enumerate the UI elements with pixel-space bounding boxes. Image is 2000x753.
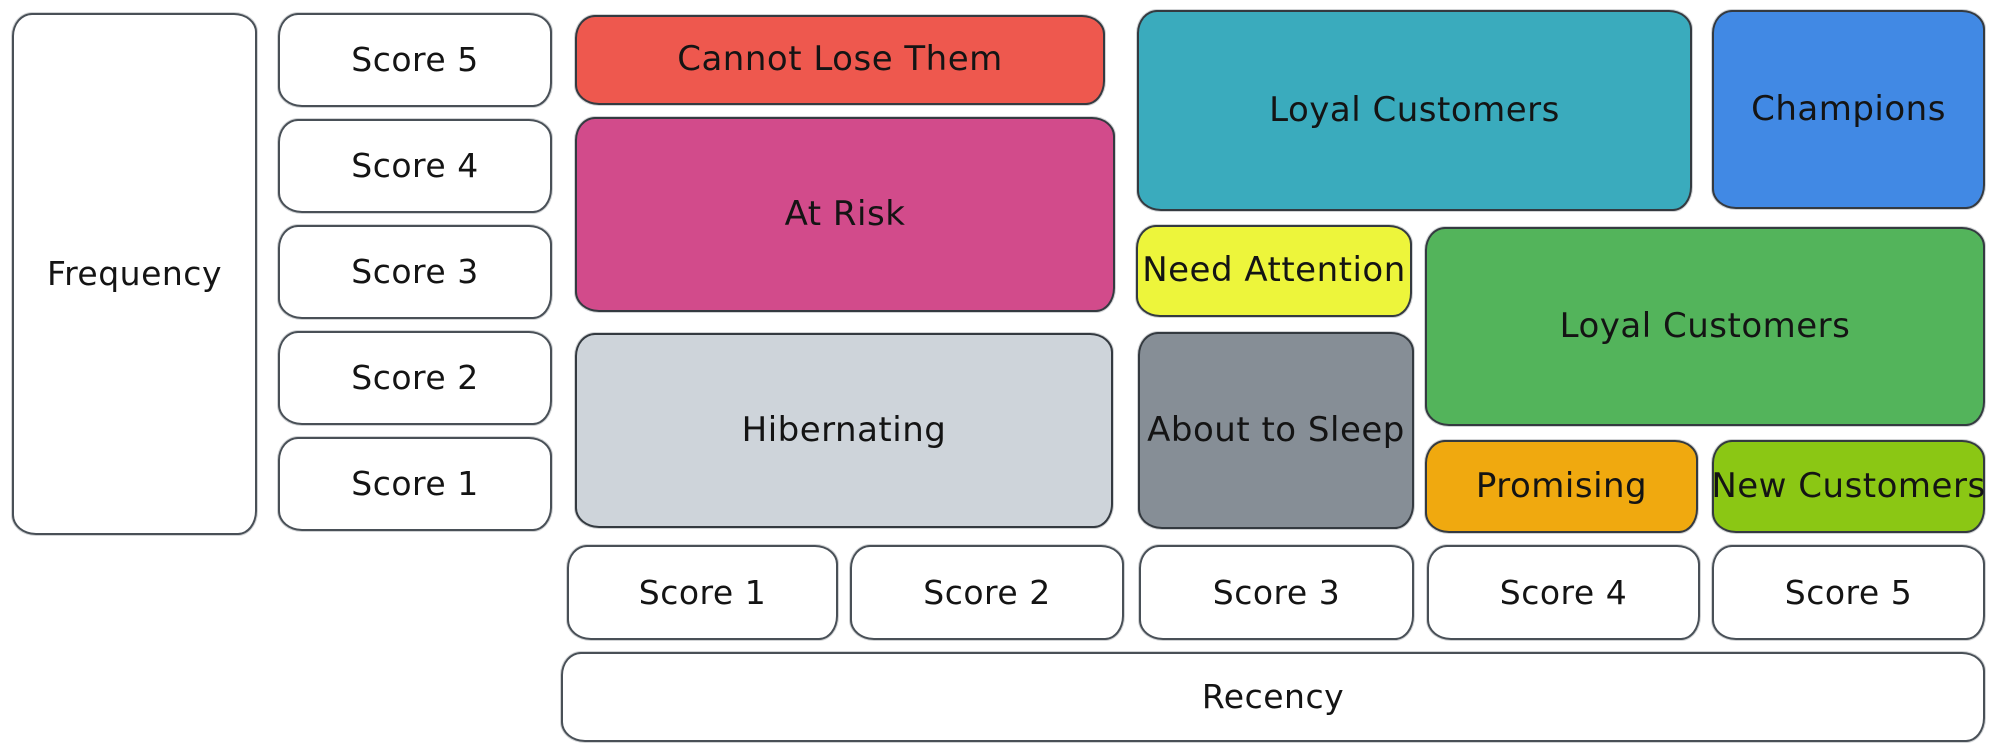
segment-loyal-customers-top: Loyal Customers <box>1137 10 1692 211</box>
segment-cannot-lose-them: Cannot Lose Them <box>575 15 1105 105</box>
frequency-score-4: Score 4 <box>278 119 552 213</box>
segment-at-risk: At Risk <box>575 117 1115 312</box>
frequency-score-5: Score 5 <box>278 13 552 107</box>
frequency-score-3: Score 3 <box>278 225 552 319</box>
segment-loyal-customers-right: Loyal Customers <box>1425 227 1985 426</box>
recency-score-5: Score 5 <box>1712 545 1985 640</box>
segment-need-attention: Need Attention <box>1136 225 1412 317</box>
frequency-score-2: Score 2 <box>278 331 552 425</box>
segment-promising: Promising <box>1425 440 1698 533</box>
recency-score-1: Score 1 <box>567 545 838 640</box>
frequency-score-1: Score 1 <box>278 437 552 531</box>
segment-new-customers: New Customers <box>1711 440 1985 533</box>
recency-axis-label: Recency <box>561 652 1985 742</box>
segment-hibernating: Hibernating <box>575 333 1113 528</box>
segment-champions: Champions <box>1712 10 1985 209</box>
segment-about-to-sleep: About to Sleep <box>1138 332 1414 529</box>
recency-score-3: Score 3 <box>1139 545 1414 640</box>
frequency-axis-label: Frequency <box>12 13 257 535</box>
recency-score-2: Score 2 <box>850 545 1124 640</box>
recency-score-4: Score 4 <box>1427 545 1700 640</box>
